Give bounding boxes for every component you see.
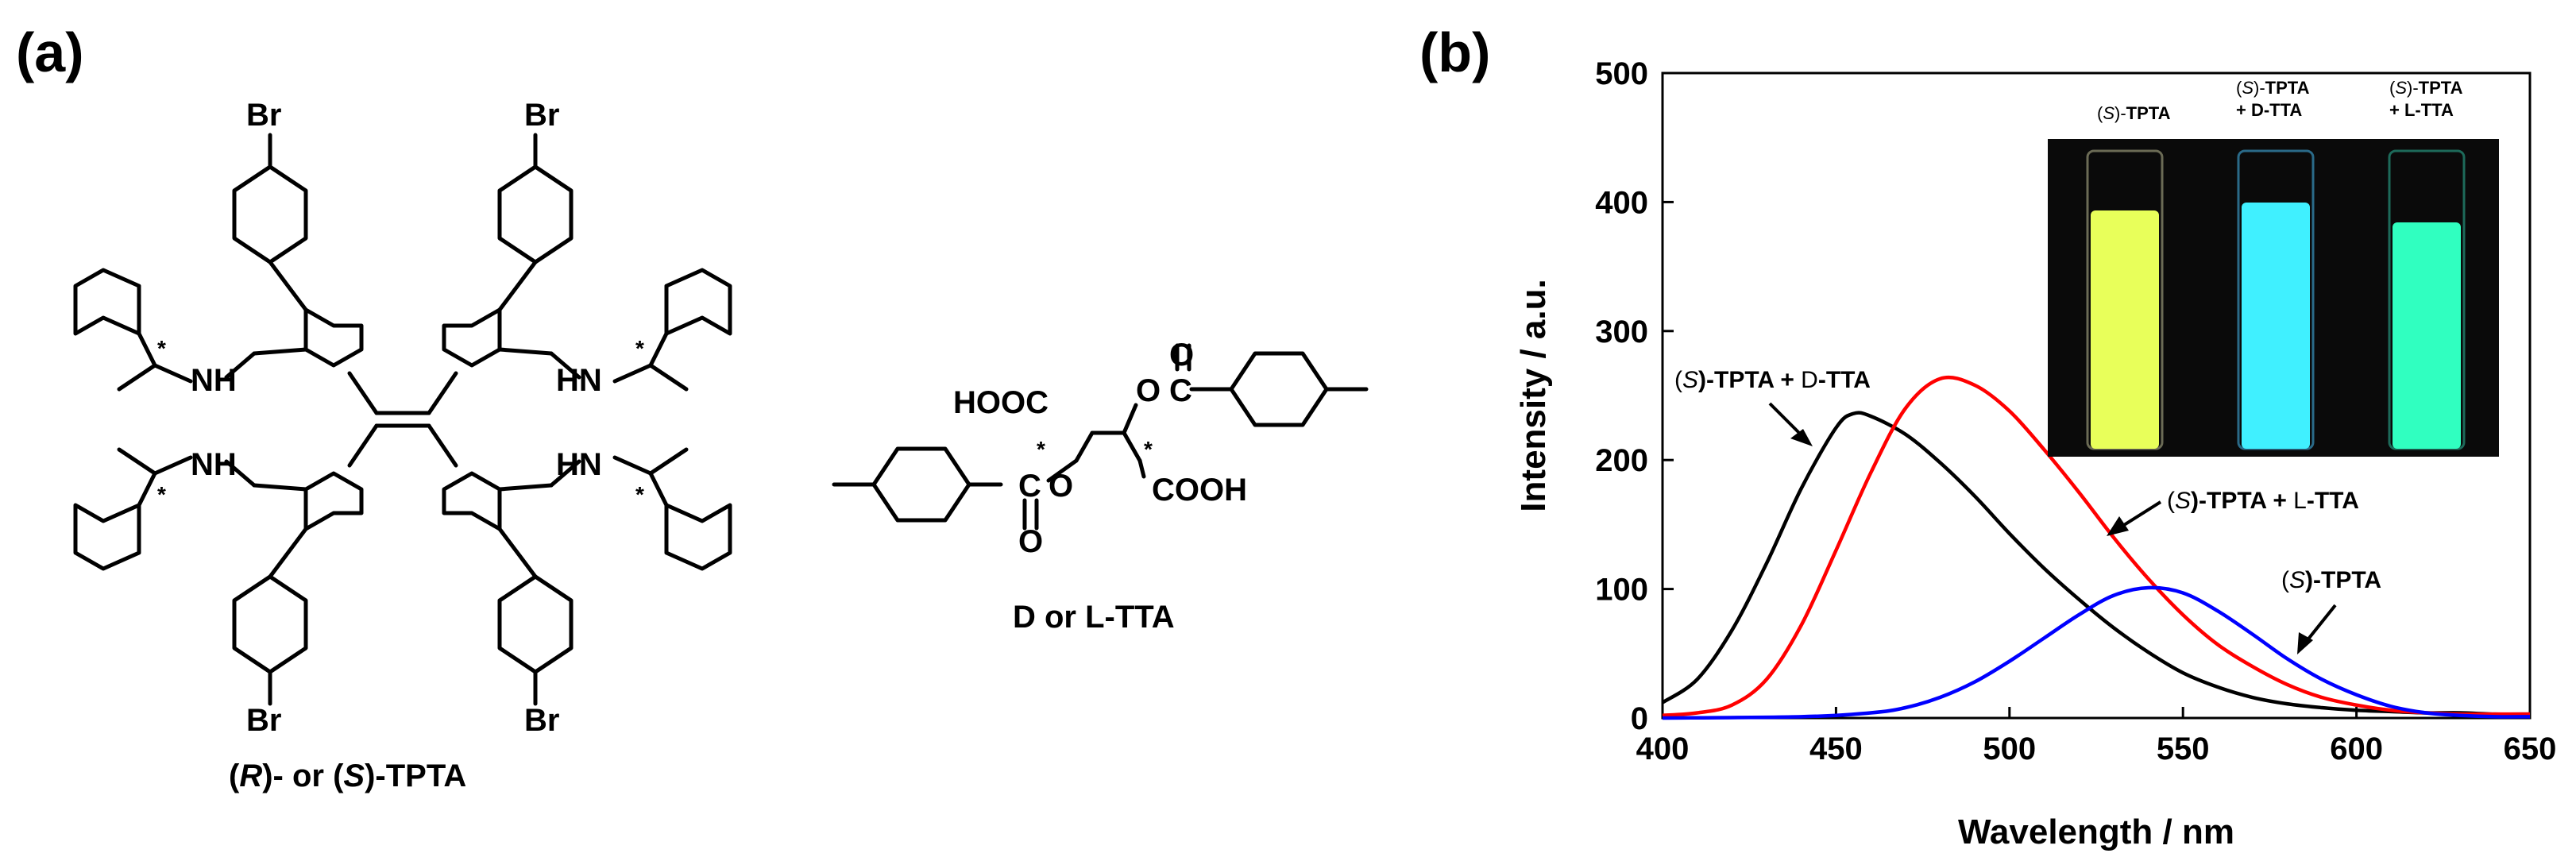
star-lower-right: * (635, 482, 644, 507)
tta-caption: D or L-TTA (1013, 600, 1175, 635)
tpta-caption: (R)- or (S)-TPTA (229, 759, 466, 793)
tta-o-upper: O (1136, 373, 1161, 408)
tpta-quadrant-upper-left (73, 133, 379, 415)
annotation-d-tta: (S)-TPTA + D-TTA (1674, 367, 1871, 446)
tta-o-carbonyl-lower: O (1018, 524, 1043, 559)
vial-2-solution (2242, 203, 2310, 449)
hn-label-upper-right: HN (556, 363, 602, 398)
axis-ticks: 400 450 500 550 600 650 0 100 200 300 400 500 (1595, 56, 2556, 766)
x-tick-label-0: 400 (1636, 732, 1690, 766)
svg-text:(S)-TPTA + L-TTA: (S)-TPTA + L-TTA (2167, 488, 2359, 514)
x-tick-label-4: 600 (2330, 732, 2383, 766)
plot-frame (1661, 71, 2532, 720)
y-tick-label-3: 300 (1595, 315, 1648, 349)
annotation-l-tta: (S)-TPTA + L-TTA (2107, 488, 2359, 536)
vial-2-label-line2: + D-TTA (2236, 100, 2302, 120)
svg-text:(S)-TPTA: (S)-TPTA (2281, 567, 2381, 593)
series-line-2 (1662, 585, 2531, 720)
y-tick-label-5: 500 (1595, 56, 1648, 91)
series-layer (1661, 375, 2531, 720)
br-label-bottom-right: Br (524, 703, 559, 738)
br-label-bottom-left: Br (246, 703, 281, 738)
y-axis-title: Intensity / a.u. (1514, 279, 1553, 511)
vial-1-solution (2091, 210, 2159, 449)
y-tick-label-2: 200 (1595, 443, 1648, 478)
y-tick-label-0: 0 (1631, 701, 1648, 736)
y-tick-label-1: 100 (1595, 573, 1648, 608)
star-upper-left: * (157, 336, 166, 361)
inset-vials-photo (2048, 139, 2499, 457)
vial-3-label-line2: + L-TTA (2389, 100, 2454, 120)
tta-star-left: * (1037, 437, 1045, 461)
x-tick-label-2: 500 (1983, 732, 2036, 766)
tta-star-right: * (1144, 437, 1153, 461)
vial-2-label-line1: (S)-TPTA (2236, 78, 2310, 98)
tpta-structure: Br Br Br Br NH HN NH HN * * * * (R)- or … (73, 98, 730, 793)
tta-o-lower: O (1049, 469, 1073, 504)
panel-b-label: (b) (1419, 21, 1490, 83)
x-axis-title: Wavelength / nm (1958, 813, 2234, 851)
br-label-top-left: Br (246, 98, 281, 133)
emission-spectrum-chart: 400 450 500 550 600 650 0 100 200 300 400 500 (S)-T… (1514, 56, 2556, 851)
tta-cooh-label: COOH (1152, 473, 1247, 508)
svg-text:(S)-TPTA + D-TTA: (S)-TPTA + D-TTA (1674, 367, 1871, 393)
vial-3 (2388, 149, 2466, 450)
tta-c-lower: C (1018, 469, 1041, 504)
x-tick-label-1: 450 (1809, 732, 1863, 766)
tta-o-carbonyl-upper: O (1169, 338, 1194, 373)
vial-3-solution (2393, 222, 2461, 449)
star-upper-right: * (635, 336, 644, 361)
vial-1-label: (S)-TPTA (2097, 103, 2171, 123)
star-lower-left: * (157, 482, 166, 507)
tta-hooc-label: HOOC (953, 385, 1049, 420)
br-label-top-right: Br (524, 98, 559, 133)
tta-c-upper: C (1169, 373, 1192, 408)
panel-a-label: (a) (16, 21, 84, 83)
nh-label-upper-left: NH (191, 363, 237, 398)
tta-structure: HOOC COOH O C O C O O * * D or L-TTA (832, 338, 1369, 635)
hn-label-lower-right: HN (556, 447, 602, 482)
nh-label-lower-left: NH (191, 447, 237, 482)
y-tick-label-4: 400 (1595, 185, 1648, 220)
vial-3-label-line1: (S)-TPTA (2389, 78, 2463, 98)
series-line-1 (1662, 375, 2530, 717)
vial-2 (2237, 149, 2315, 450)
x-tick-label-5: 650 (2504, 732, 2557, 766)
annotation-s-tpta: (S)-TPTA (2281, 567, 2381, 654)
x-tick-label-3: 550 (2157, 732, 2210, 766)
series-line-0 (1661, 411, 2531, 716)
vial-1 (2086, 149, 2164, 450)
